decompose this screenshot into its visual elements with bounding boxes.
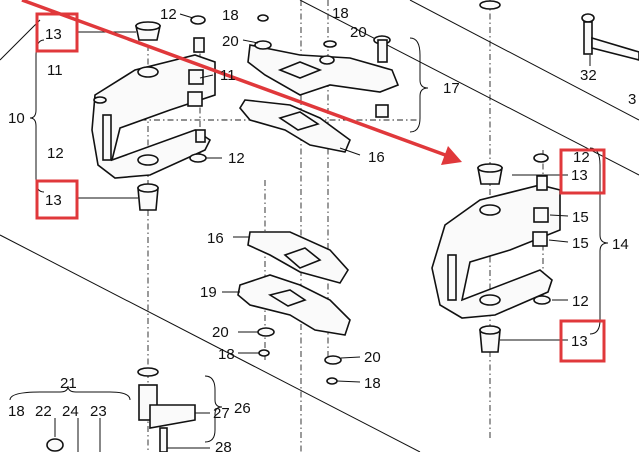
highlight-overlay bbox=[21, 0, 606, 363]
callout-20: 20 bbox=[364, 349, 381, 366]
callout-11: 11 bbox=[47, 62, 63, 79]
right-bushing-top bbox=[477, 163, 503, 185]
callout-14: 14 bbox=[612, 236, 629, 253]
callout-18: 18 bbox=[218, 346, 235, 363]
callout-18: 18 bbox=[222, 7, 239, 24]
callout-24: 24 bbox=[62, 403, 79, 420]
right-small-parts bbox=[479, 0, 551, 305]
upper-plate-17 bbox=[247, 35, 400, 118]
callout-32: 32 bbox=[580, 67, 597, 84]
left-small-parts bbox=[187, 15, 207, 163]
callout-23: 23 bbox=[90, 403, 107, 420]
callout-15: 15 bbox=[572, 209, 589, 226]
middle-washers bbox=[257, 327, 342, 385]
callout-12: 12 bbox=[228, 150, 245, 167]
highlight-box-13-top-right bbox=[559, 148, 606, 195]
callout-15: 15 bbox=[572, 235, 589, 252]
callout-12: 12 bbox=[572, 293, 589, 310]
callout-16: 16 bbox=[207, 230, 224, 247]
bottom-pin-assembly bbox=[46, 367, 196, 452]
callout-16: 16 bbox=[368, 149, 385, 166]
highlight-box-13-bottom-right bbox=[559, 319, 606, 363]
callout-10: 10 bbox=[8, 110, 25, 127]
top-washers bbox=[254, 14, 337, 65]
callout-17: 17 bbox=[443, 80, 460, 97]
highlight-arrow-line bbox=[21, 0, 449, 158]
right-bushing-bottom bbox=[479, 325, 501, 353]
right-hinge-bracket bbox=[431, 184, 561, 319]
left-bushing-bottom bbox=[137, 183, 159, 211]
callout-20: 20 bbox=[212, 324, 229, 341]
highlight-box-13-bottom-left bbox=[35, 179, 79, 220]
callout-13: 13 bbox=[45, 192, 62, 209]
callout-18: 18 bbox=[8, 403, 25, 420]
callout-12: 12 bbox=[47, 145, 64, 162]
highlight-arrow-head bbox=[441, 146, 462, 165]
callout-11: 11 bbox=[220, 67, 236, 84]
callout-12: 12 bbox=[573, 149, 590, 166]
callout-labels: 13 11 10 12 13 12 20 11 12 18 20 18 20 1… bbox=[8, 5, 636, 452]
middle-plate-19 bbox=[237, 274, 351, 336]
callout-3: 3 bbox=[628, 91, 636, 108]
callout-20: 20 bbox=[222, 33, 239, 50]
middle-plate-16 bbox=[247, 231, 349, 284]
callout-21: 21 bbox=[60, 375, 77, 392]
callout-26: 26 bbox=[234, 400, 251, 417]
top-right-bolt bbox=[581, 13, 639, 61]
callout-19: 19 bbox=[200, 284, 217, 301]
callout-27: 27 bbox=[213, 405, 230, 422]
callout-13: 13 bbox=[571, 167, 588, 184]
callout-28: 28 bbox=[215, 439, 232, 452]
upper-plate-16 bbox=[239, 99, 351, 153]
callout-12: 12 bbox=[160, 6, 177, 23]
callout-18: 18 bbox=[332, 5, 349, 22]
callout-13: 13 bbox=[571, 333, 588, 350]
left-hinge-bracket bbox=[91, 54, 216, 179]
left-bushing-top bbox=[135, 21, 161, 41]
leader-lines bbox=[54, 13, 591, 452]
callout-20: 20 bbox=[350, 24, 367, 41]
callout-18: 18 bbox=[364, 375, 381, 392]
callout-22: 22 bbox=[35, 403, 52, 420]
callout-13: 13 bbox=[45, 26, 62, 43]
